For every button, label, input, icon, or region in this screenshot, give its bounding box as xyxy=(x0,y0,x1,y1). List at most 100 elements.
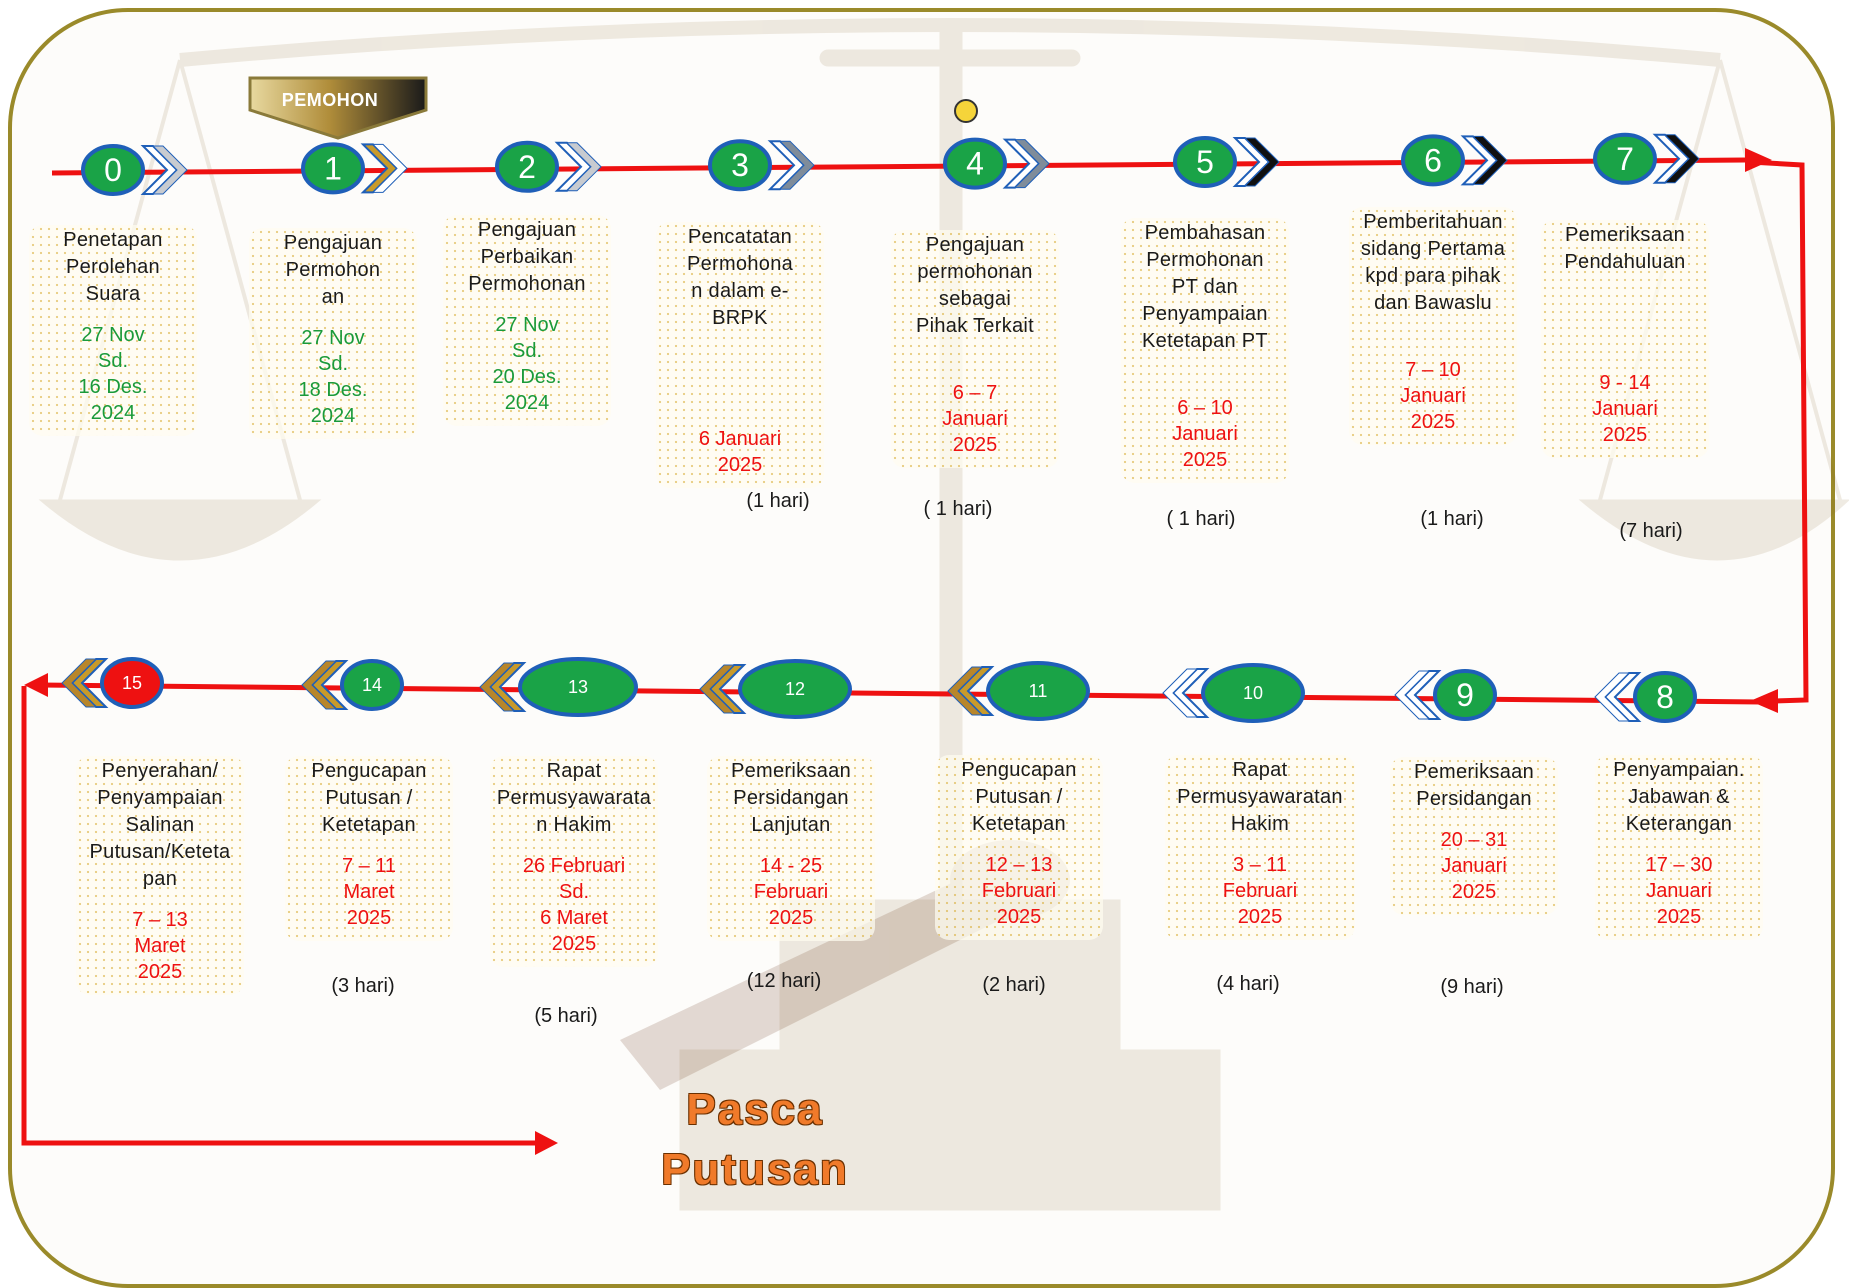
step-node-5 xyxy=(1173,136,1237,188)
step-date: 3 – 11 Februari 2025 xyxy=(1222,854,1298,928)
step-label: Pengajuan Perbaikan Permohonan xyxy=(468,219,586,295)
pemohon-banner xyxy=(248,76,428,140)
step-number-11: 11 xyxy=(1029,681,1048,701)
chevron-icon xyxy=(1394,670,1431,720)
pasca-putusan-label: Pasca Putusan xyxy=(640,1080,870,1200)
step-label: Penetapan Perolehan Suara xyxy=(63,229,163,305)
chevron-icon xyxy=(371,143,408,193)
step-node-10 xyxy=(1201,663,1305,723)
step-label: Pemeriksaan Pendahuluan xyxy=(1564,224,1686,273)
step-node-0 xyxy=(81,144,145,196)
step-number-0: 0 xyxy=(104,152,122,188)
step-date: 17 – 30 Januari 2025 xyxy=(1645,854,1713,928)
chevron-icon xyxy=(1594,672,1631,722)
right-arrowhead xyxy=(1750,689,1778,713)
step-card-9: Pemeriksaan Persidangan 20 – 31 Januari 2… xyxy=(1390,757,1558,915)
step-duration: (9 hari) xyxy=(1440,976,1504,998)
chevron-icon xyxy=(778,140,815,190)
step-node-13 xyxy=(518,657,638,717)
step-node-2 xyxy=(495,140,559,193)
chevron-icon xyxy=(1243,137,1280,187)
chevron-icon xyxy=(61,658,98,708)
step-label: Pengucapan Putusan / Ketetapan xyxy=(311,760,427,836)
pemohon-banner-label: PEMOHON xyxy=(281,90,379,110)
step-number-13: 13 xyxy=(568,677,588,697)
step-date: 6 Januari 2025 xyxy=(698,428,782,476)
step-card-13: Rapat Permusyawarata n Hakim 26 Februari … xyxy=(490,756,658,967)
step-date: 26 Februari Sd. 6 Maret 2025 xyxy=(522,855,626,955)
step-number-7: 7 xyxy=(1616,141,1634,177)
step-label: Pengajuan permohonan sebagai Pihak Terka… xyxy=(915,234,1035,337)
step-card-6: Pemberitahuan sidang Pertama kpd para pi… xyxy=(1349,207,1517,445)
step-number-4: 4 xyxy=(966,146,984,182)
step-label: Penyampaian. Jabawan & Keterangan xyxy=(1613,759,1745,835)
step-duration: (5 hari) xyxy=(534,1005,598,1027)
chevron-icon xyxy=(479,662,516,712)
right-connector-line xyxy=(1749,159,1809,704)
step-number-12: 12 xyxy=(785,679,805,699)
chevron-icon xyxy=(1663,134,1700,184)
step-node-6 xyxy=(1401,134,1465,187)
step-label: Penyerahan/ Penyampaian Salinan Putusan/… xyxy=(89,760,231,890)
step-label: Rapat Permusyawaratan Hakim xyxy=(1177,759,1343,835)
step-number-3: 3 xyxy=(731,147,749,183)
chevron-icon xyxy=(1471,135,1508,185)
step-duration: ( 1 hari) xyxy=(923,498,993,520)
bottom-timeline-line xyxy=(39,682,1761,705)
chevron-icon xyxy=(699,664,736,714)
step-number-5: 5 xyxy=(1196,144,1214,180)
chevron-icon xyxy=(565,142,602,192)
step-date: 20 – 31 Januari 2025 xyxy=(1440,829,1508,903)
step-number-15: 15 xyxy=(122,673,142,693)
step-number-14: 14 xyxy=(362,675,382,695)
step-node-15 xyxy=(100,657,164,709)
step-label: Rapat Permusyawarata n Hakim xyxy=(496,760,652,836)
rounded-frame xyxy=(8,8,1835,1288)
step-label: Pencatatan Permohona n dalam e- BRPK xyxy=(686,226,794,329)
pasca-line1: Pasca xyxy=(686,1085,824,1134)
step-card-5: Pembahasan Permohonan PT dan Penyampaian… xyxy=(1121,218,1289,483)
step-number-1: 1 xyxy=(324,150,342,186)
chevron-icon xyxy=(151,145,188,195)
step-label: Pemberitahuan sidang Pertama kpd para pi… xyxy=(1360,211,1506,314)
step-node-7 xyxy=(1593,132,1657,185)
step-date: 27 Nov Sd. 18 Des. 2024 xyxy=(298,327,368,427)
step-card-3: Pencatatan Permohona n dalam e- BRPK 6 Ja… xyxy=(656,222,824,488)
step-node-9 xyxy=(1433,669,1497,721)
pasca-line2: Putusan xyxy=(661,1145,849,1194)
step-label: Pengucapan Putusan / Ketetapan xyxy=(961,759,1077,835)
step-date: 6 – 10 Januari 2025 xyxy=(1172,397,1238,471)
step-duration: ( 1 hari) xyxy=(1166,508,1236,530)
step-date: 14 - 25 Februari 2025 xyxy=(753,855,829,929)
step-duration: (1 hari) xyxy=(746,490,810,512)
step-date: 27 Nov Sd. 20 Des. 2024 xyxy=(492,314,562,414)
step-node-11 xyxy=(986,661,1090,721)
step-number-2: 2 xyxy=(518,149,536,185)
step-date: 27 Nov Sd. 16 Des. 2024 xyxy=(78,324,148,424)
step-date: 7 – 10 Januari 2025 xyxy=(1400,359,1466,433)
step-date: 7 – 13 Maret 2025 xyxy=(132,909,188,983)
chevron-icon xyxy=(301,660,338,710)
step-node-8 xyxy=(1633,671,1697,723)
step-number-10: 10 xyxy=(1243,683,1263,703)
step-label: Pemeriksaan Persidangan xyxy=(1413,761,1535,810)
step-duration: (1 hari) xyxy=(1420,508,1484,530)
chevron-icon xyxy=(1013,139,1050,189)
step-card-4: Pengajuan permohonan sebagai Pihak Terka… xyxy=(891,230,1059,468)
step-date: 12 – 13 Februari 2025 xyxy=(981,854,1057,928)
step-date: 7 – 11 Maret 2025 xyxy=(341,855,397,929)
step-duration: (2 hari) xyxy=(982,974,1046,996)
pasca-connector-line xyxy=(21,686,540,1146)
step-node-4 xyxy=(943,137,1007,190)
chevron-icon xyxy=(1162,668,1199,718)
step-number-6: 6 xyxy=(1424,142,1442,178)
step-node-12 xyxy=(738,659,852,719)
step-card-10: Rapat Permusyawaratan Hakim 3 – 11 Februa… xyxy=(1165,755,1355,940)
step-duration: (7 hari) xyxy=(1619,520,1683,542)
step-duration: (3 hari) xyxy=(331,975,395,997)
step-card-11: Pengucapan Putusan / Ketetapan 12 – 13 Fe… xyxy=(935,755,1103,940)
